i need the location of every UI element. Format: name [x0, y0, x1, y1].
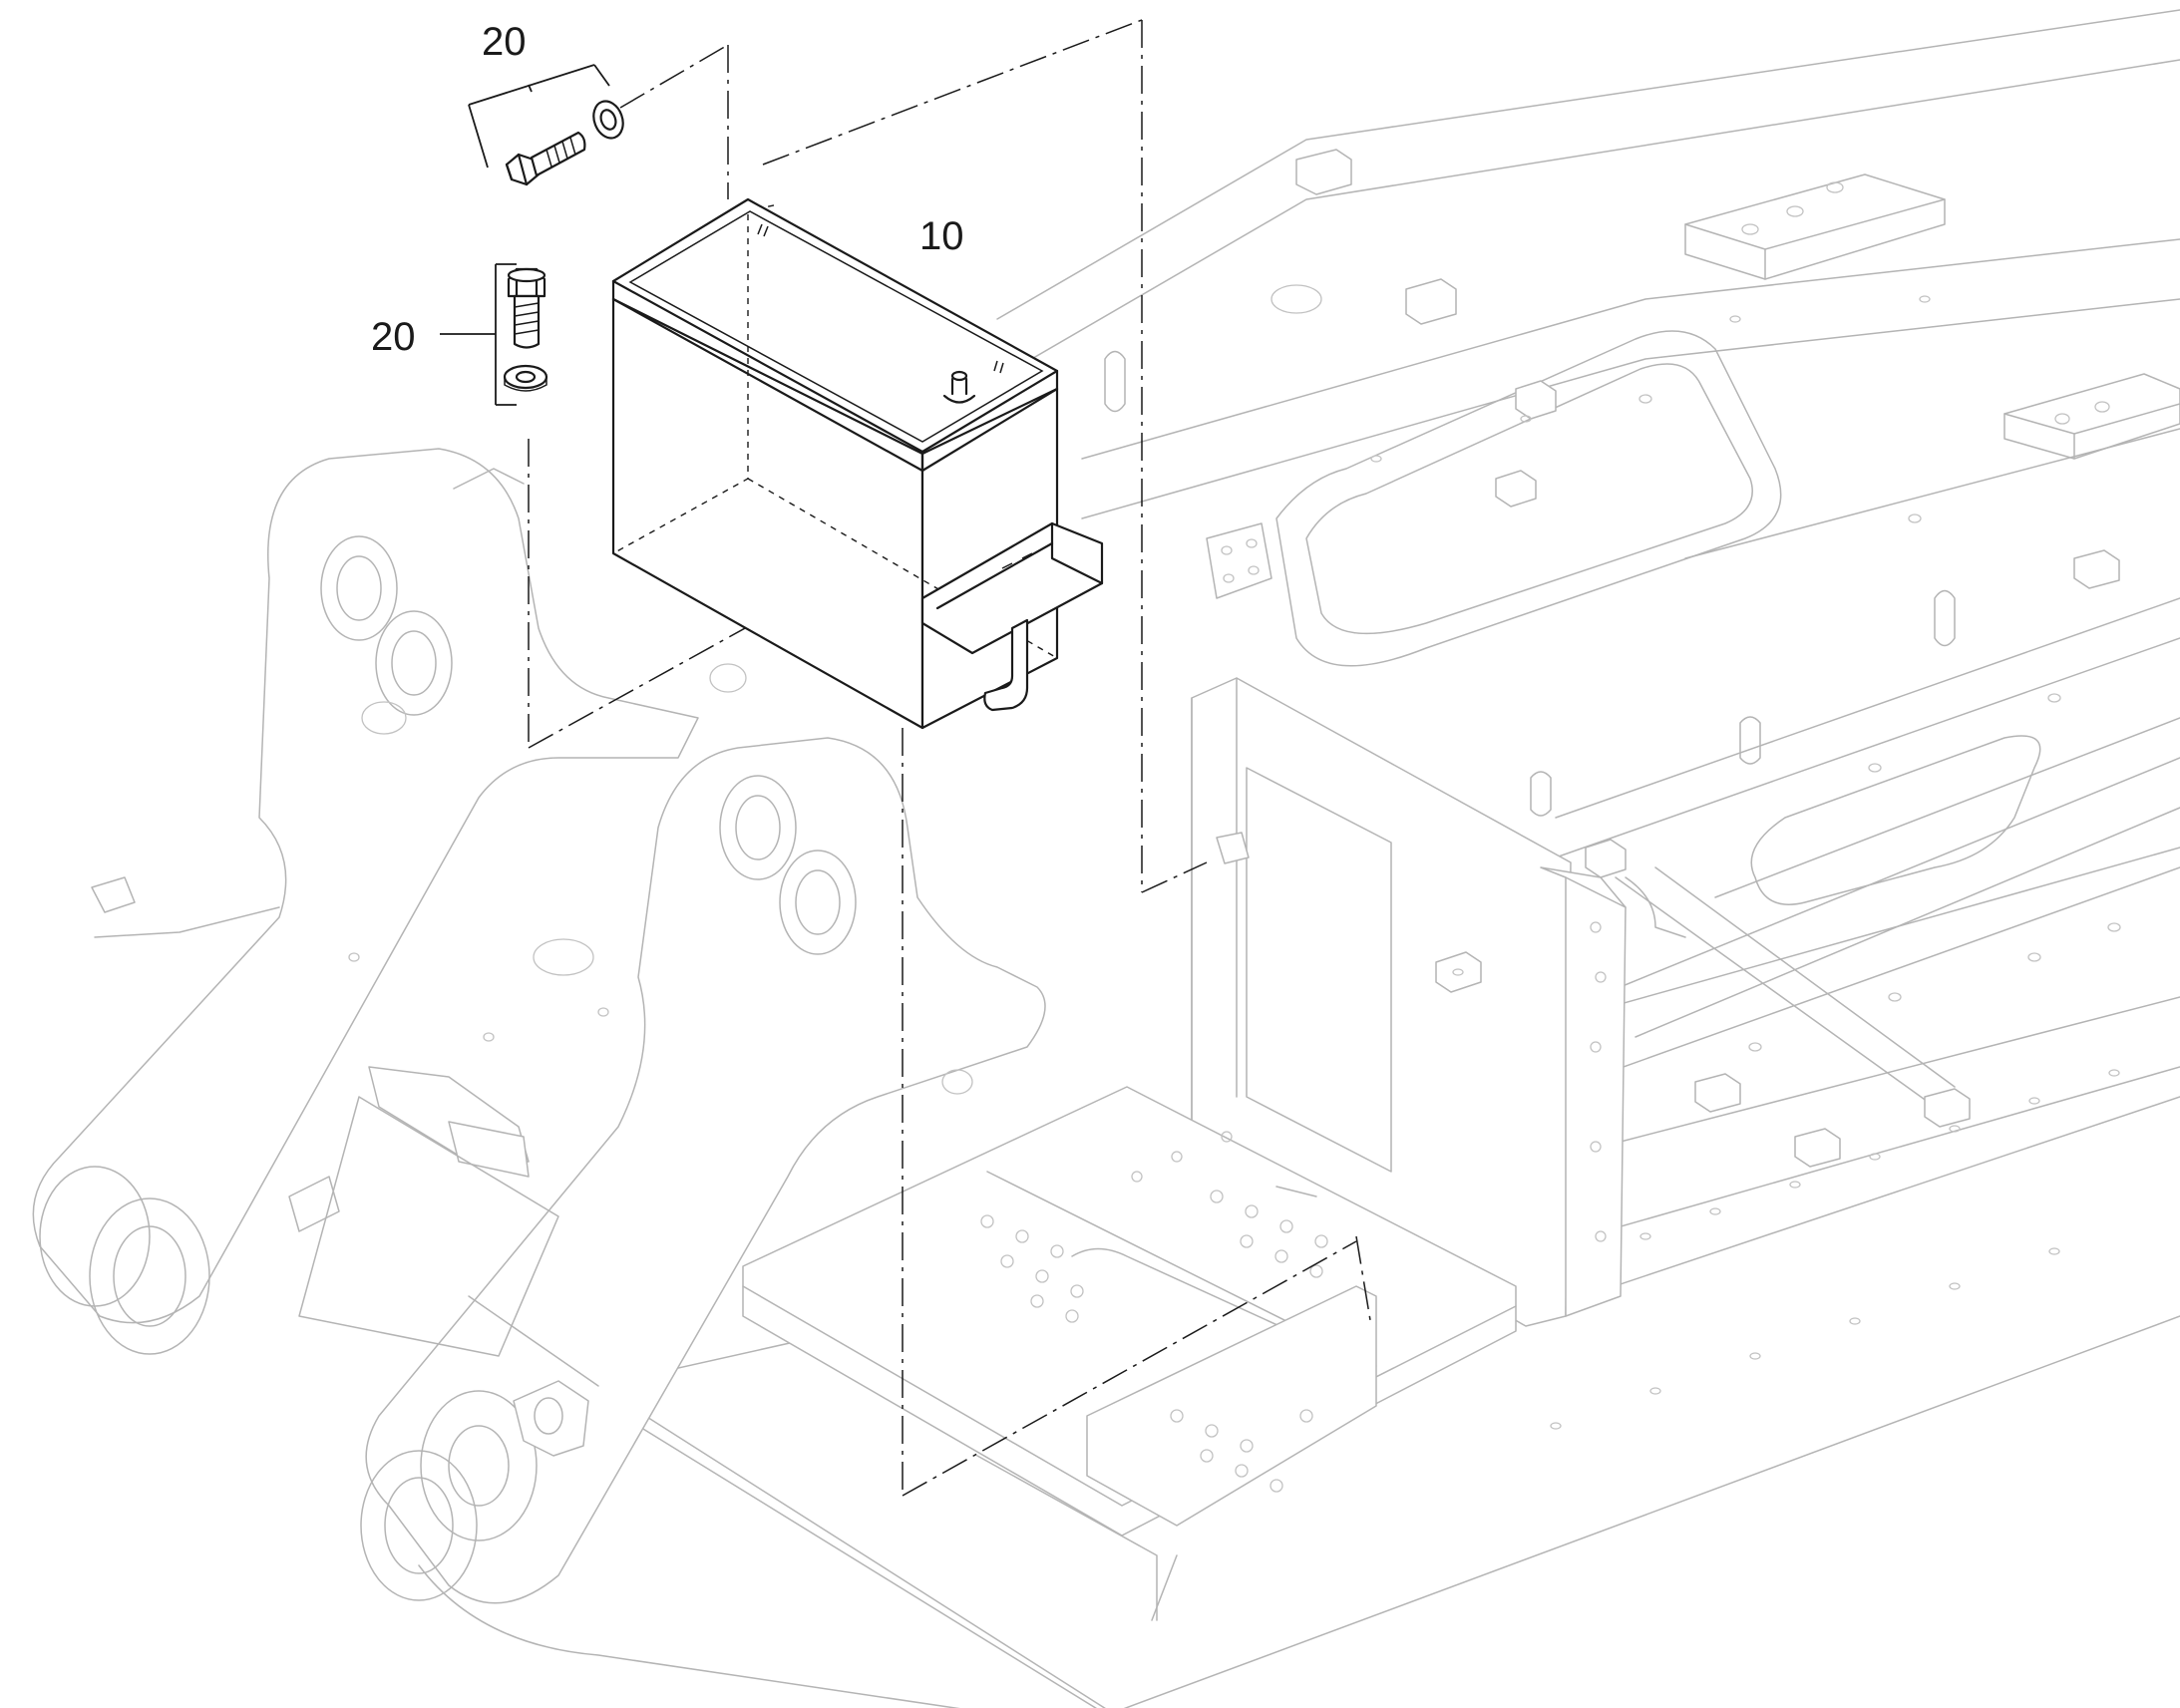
callout-leaders — [440, 64, 610, 406]
boom-foot-ghost — [32, 448, 1317, 1708]
frame-holes — [1206, 284, 2121, 1430]
callout-20-upper: 20 — [482, 20, 527, 64]
callout-10: 10 — [919, 214, 964, 258]
callout-20-left: 20 — [371, 315, 416, 359]
bolt-washer-upper — [505, 100, 624, 186]
projection-lines — [528, 19, 1372, 1497]
battery-housing-ghost — [1191, 677, 1686, 1327]
battery-box — [611, 197, 1104, 730]
floor-plate-holes — [980, 1131, 1328, 1493]
bolt-washer-left — [503, 267, 548, 392]
floor-plates-ghost — [742, 1086, 1517, 1621]
